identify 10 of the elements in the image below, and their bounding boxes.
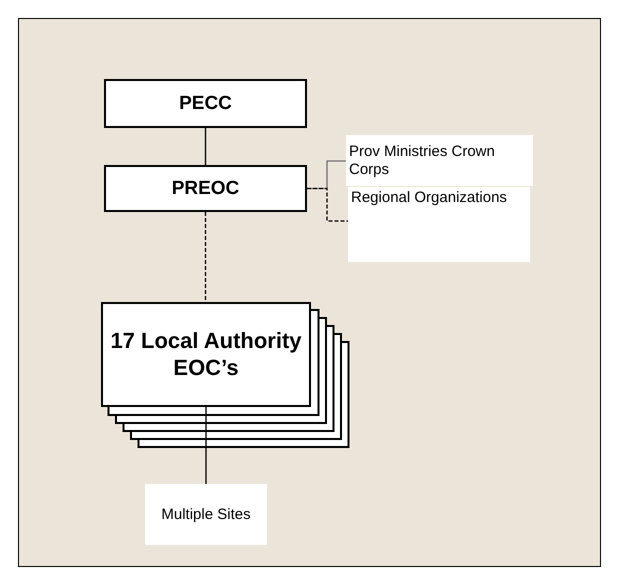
org-box: PREOC: [104, 165, 307, 212]
text-box: Multiple Sites: [145, 484, 267, 545]
connector-line: [204, 212, 206, 302]
text-box: Prov Ministries Crown Corps: [346, 135, 533, 186]
text-box: Regional Organizations: [348, 187, 530, 262]
connector-line: [204, 128, 206, 165]
stacked-org-box: 17 Local Authority EOC’s: [101, 302, 311, 407]
connector-line: [307, 188, 348, 222]
org-box: PECC: [104, 79, 307, 128]
connector-line: [205, 407, 207, 484]
